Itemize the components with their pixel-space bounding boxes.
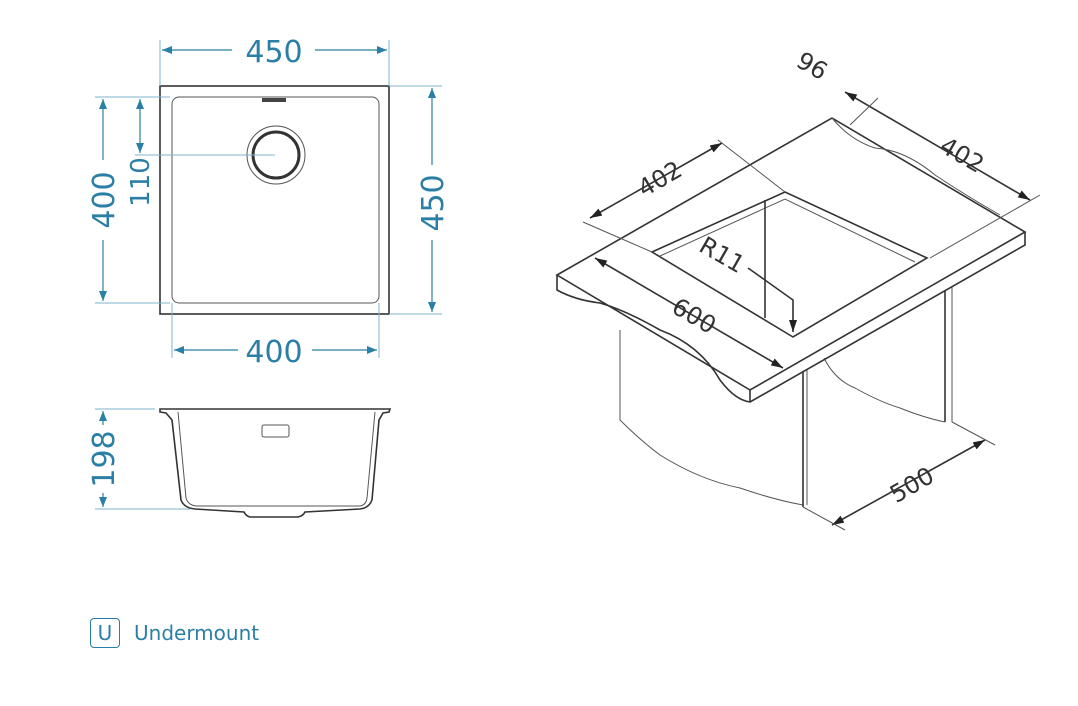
dim-depth-inner: 400 bbox=[87, 171, 122, 228]
dim-drain-offset: 110 bbox=[126, 157, 156, 207]
sink-profile bbox=[159, 408, 392, 518]
overflow-slot-side bbox=[261, 424, 290, 438]
dim-offset-96: 96 bbox=[792, 46, 832, 86]
dim-depth-outer: 450 bbox=[416, 174, 451, 231]
top-view: 450 450 400 110 400 bbox=[87, 35, 451, 370]
undermount-icon: U bbox=[90, 618, 120, 648]
dim-width-inner: 400 bbox=[245, 335, 302, 370]
iso-view: 402 402 96 600 R11 500 bbox=[555, 46, 1041, 531]
sink-outer-outline bbox=[159, 85, 390, 315]
dim-width-outer: 450 bbox=[245, 35, 302, 70]
dim-height: 198 bbox=[87, 430, 122, 487]
dim-cabinet-500: 500 bbox=[885, 461, 939, 508]
dim-left-402: 402 bbox=[633, 155, 687, 202]
dim-radius: R11 bbox=[695, 231, 750, 279]
legend: U Undermount bbox=[90, 618, 259, 648]
legend-label: Undermount bbox=[134, 621, 260, 645]
side-view: 198 bbox=[87, 408, 392, 518]
bowl-outline bbox=[171, 96, 380, 304]
overflow-slot bbox=[262, 98, 286, 102]
dim-counter-600: 600 bbox=[667, 292, 721, 339]
